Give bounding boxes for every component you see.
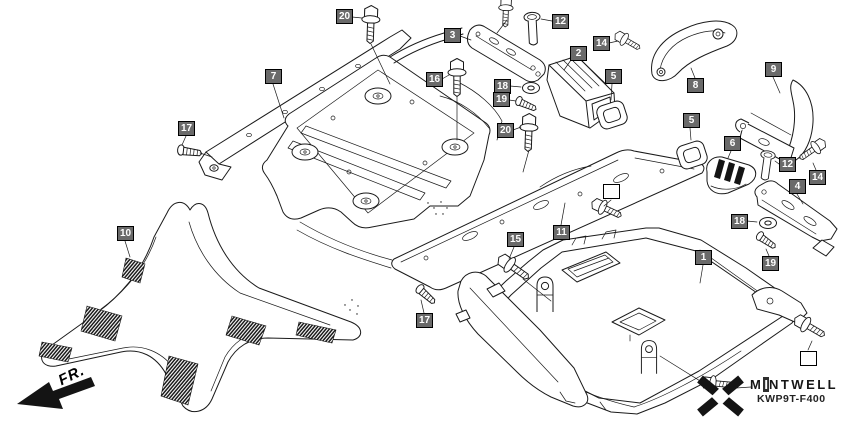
callout-14[interactable]: 14 — [809, 170, 826, 185]
callout-blank[interactable] — [800, 351, 817, 366]
callout-12[interactable]: 12 — [779, 157, 796, 172]
callout-19[interactable]: 19 — [493, 92, 510, 107]
callout-18[interactable]: 18 — [731, 214, 748, 229]
brand-name-pre: M — [750, 377, 764, 392]
callout-16[interactable]: 16 — [426, 72, 443, 87]
diagram-code: KWP9T-F400 — [757, 393, 826, 405]
brand-logo-x-icon — [697, 375, 744, 417]
leader-lines — [124, 16, 817, 389]
callout-4[interactable]: 4 — [789, 179, 806, 194]
part-floor-panel-1 — [455, 227, 808, 415]
callout-5[interactable]: 5 — [605, 69, 622, 84]
part-bracket-8 — [651, 20, 738, 82]
callout-11[interactable]: 11 — [553, 225, 570, 240]
callout-2[interactable]: 2 — [570, 46, 587, 61]
callout-8[interactable]: 8 — [687, 78, 704, 93]
callout-14[interactable]: 14 — [593, 36, 610, 51]
callout-17[interactable]: 17 — [416, 313, 433, 328]
brand-name-post: NTWELL — [768, 377, 839, 392]
callout-1[interactable]: 1 — [695, 250, 712, 265]
callout-19[interactable]: 19 — [762, 256, 779, 271]
part-rubber-pad-6 — [706, 156, 757, 195]
part-center-cover-10 — [38, 202, 362, 413]
callout-6[interactable]: 6 — [724, 136, 741, 151]
brand-boxed-letter: I — [763, 377, 769, 392]
callout-10[interactable]: 10 — [117, 226, 134, 241]
callout-7[interactable]: 7 — [265, 69, 282, 84]
callout-20[interactable]: 20 — [497, 123, 514, 138]
callout-12[interactable]: 12 — [552, 14, 569, 29]
callout-3[interactable]: 3 — [444, 28, 461, 43]
fr-arrow — [17, 377, 95, 409]
callout-9[interactable]: 9 — [765, 62, 782, 77]
callout-15[interactable]: 15 — [507, 232, 524, 247]
part-under-cover-7 — [198, 27, 503, 229]
callout-17[interactable]: 17 — [178, 121, 195, 136]
callout-blank[interactable] — [603, 184, 620, 199]
callout-20[interactable]: 20 — [336, 9, 353, 24]
callout-5[interactable]: 5 — [683, 113, 700, 128]
brand-name: MINTWELL — [750, 377, 838, 392]
part-bracket-4 — [754, 180, 838, 257]
part-bracket-3 — [466, 24, 546, 83]
